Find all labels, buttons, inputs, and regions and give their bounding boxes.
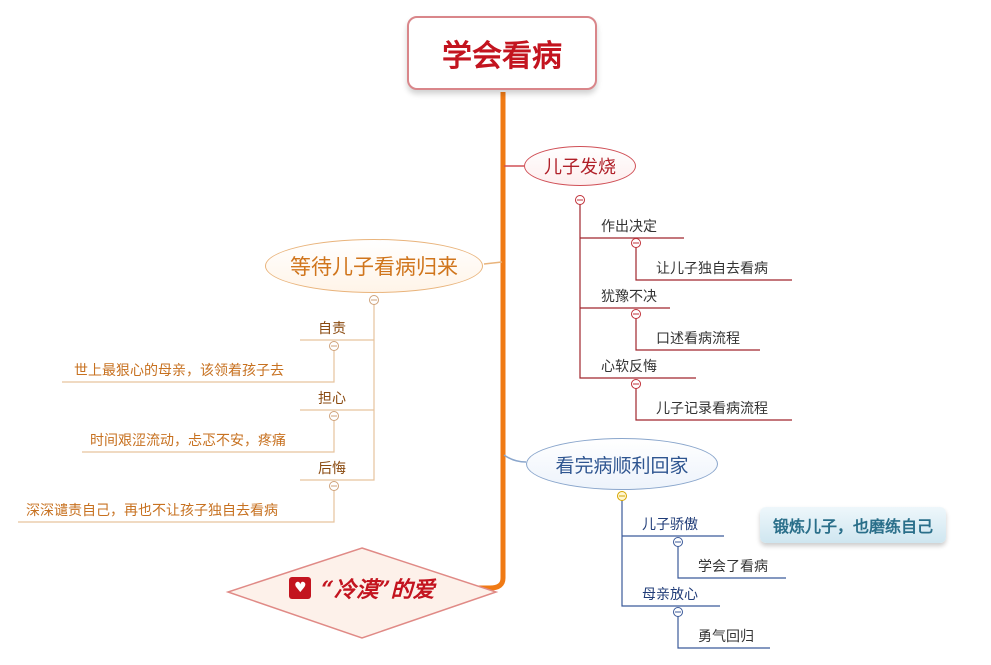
fever-subtree-lines (579, 200, 792, 421)
home-subtree-lines (621, 496, 786, 649)
branch-waiting[interactable]: 等待儿子看病归来 (265, 239, 483, 293)
summary-callout[interactable]: 锻炼儿子，也磨练自己 (760, 507, 946, 543)
main-trunk (462, 92, 506, 591)
waiting-child-regret[interactable]: 后悔 (318, 461, 346, 477)
fever-leaf-regret[interactable]: 儿子记录看病流程 (656, 401, 768, 417)
fever-child-hesitate[interactable]: 犹豫不决 (601, 289, 657, 305)
fever-leaf-decide[interactable]: 让儿子独自去看病 (656, 261, 768, 277)
home-child-son-proud[interactable]: 儿子骄傲 (642, 517, 698, 533)
waiting-child-blame[interactable]: 自责 (318, 321, 346, 337)
theme-diamond-shape (225, 547, 499, 639)
fever-child-decide[interactable]: 作出决定 (601, 219, 657, 235)
theme-diamond[interactable]: ♥ “冷漠”的爱 (262, 568, 462, 608)
fever-leaf-hesitate[interactable]: 口述看病流程 (656, 331, 740, 347)
waiting-child-worry[interactable]: 担心 (318, 391, 346, 407)
home-leaf-son-proud[interactable]: 学会了看病 (698, 559, 768, 575)
heart-icon: ♥ (289, 577, 312, 599)
waiting-leaf-blame[interactable]: 世上最狠心的母亲，该领着孩子去 (74, 363, 284, 379)
home-leaf-mother-relieved[interactable]: 勇气回归 (698, 629, 754, 645)
fever-child-regret[interactable]: 心软反悔 (601, 359, 657, 375)
waiting-leaf-worry[interactable]: 时间艰涩流动，忐忑不安，疼痛 (90, 433, 286, 449)
connector-waiting (483, 261, 503, 265)
root-topic[interactable]: 学会看病 (407, 16, 597, 90)
home-collapse-markers (617, 491, 683, 617)
waiting-subtree-lines (18, 296, 375, 523)
connector-home (503, 454, 527, 463)
waiting-collapse-markers (329, 295, 379, 491)
fever-collapse-markers (575, 195, 641, 389)
branch-home[interactable]: 看完病顺利回家 (526, 438, 718, 490)
theme-label: “冷漠”的爱 (321, 577, 435, 603)
home-child-mother-relieved[interactable]: 母亲放心 (642, 587, 698, 603)
waiting-leaf-regret[interactable]: 深深谴责自己，再也不让孩子独自去看病 (26, 503, 278, 519)
branch-fever[interactable]: 儿子发烧 (524, 146, 636, 186)
